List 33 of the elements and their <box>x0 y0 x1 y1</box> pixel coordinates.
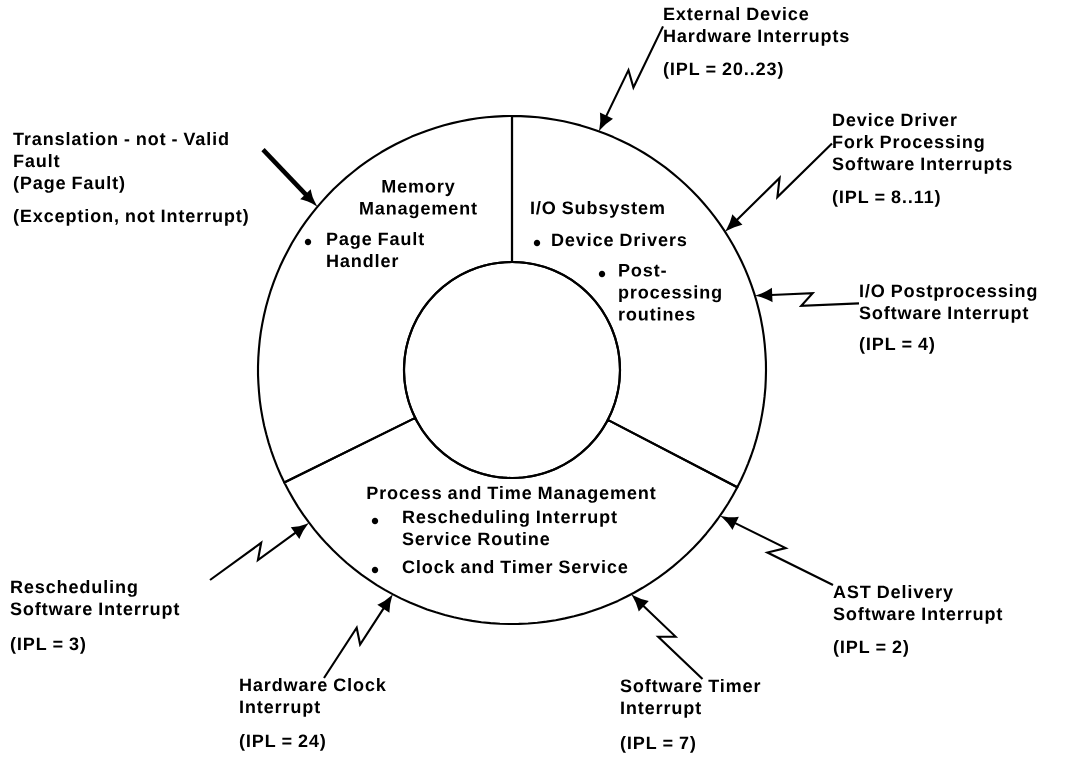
bullet-item: Device Drivers <box>533 233 687 247</box>
interrupt-label: Device Driver Fork Processing Software Interrupts <box>832 113 1012 174</box>
interrupt-label: I/O Postprocessing Software Interrupt <box>859 284 1037 323</box>
bullet-item: Page Fault Handler <box>304 232 424 268</box>
lightning-arrow <box>323 596 392 679</box>
interrupt-label: AST Delivery Software Interrupt <box>833 585 1003 624</box>
note-label: (IPL = 4) <box>859 337 934 354</box>
sector-heading: I/O Subsystem <box>531 201 664 218</box>
arrow <box>261 148 315 204</box>
bullet-item: Rescheduling Interrupt Service Routine <box>371 510 617 546</box>
lightning-arrow <box>209 524 307 581</box>
lightning-arrow <box>599 25 664 129</box>
lightning-arrow <box>633 595 704 680</box>
bullet-item: Clock and Timer Service <box>371 560 628 574</box>
sector-heading: Process and Time Management <box>367 486 656 503</box>
lightning-arrow <box>726 142 833 230</box>
note-label: (Page Fault) <box>13 176 125 193</box>
lightning-arrow <box>757 288 860 307</box>
note-label: (Exception, not Interrupt) <box>13 209 248 226</box>
note-label: (IPL = 2) <box>833 640 908 657</box>
interrupt-label: Software Timer Interrupt <box>620 679 761 718</box>
interrupt-label: Translation - not - Valid Fault <box>13 132 228 168</box>
interrupt-label: Rescheduling Software Interrupt <box>10 580 180 619</box>
interrupt-label: Hardware Clock Interrupt <box>240 678 386 717</box>
note-label: (IPL = 3) <box>10 637 85 654</box>
interrupt-label: External Device Hardware Interrupts <box>664 7 849 46</box>
note-label: (IPL = 20..23) <box>663 62 783 79</box>
sector-heading: Memory Management <box>360 180 477 219</box>
note-label: (IPL = 7) <box>620 736 695 753</box>
lightning-arrow <box>722 516 834 586</box>
bullet-item: Post- processing routines <box>598 264 721 321</box>
note-label: (IPL = 8..11) <box>832 190 940 207</box>
note-label: (IPL = 24) <box>239 734 325 751</box>
